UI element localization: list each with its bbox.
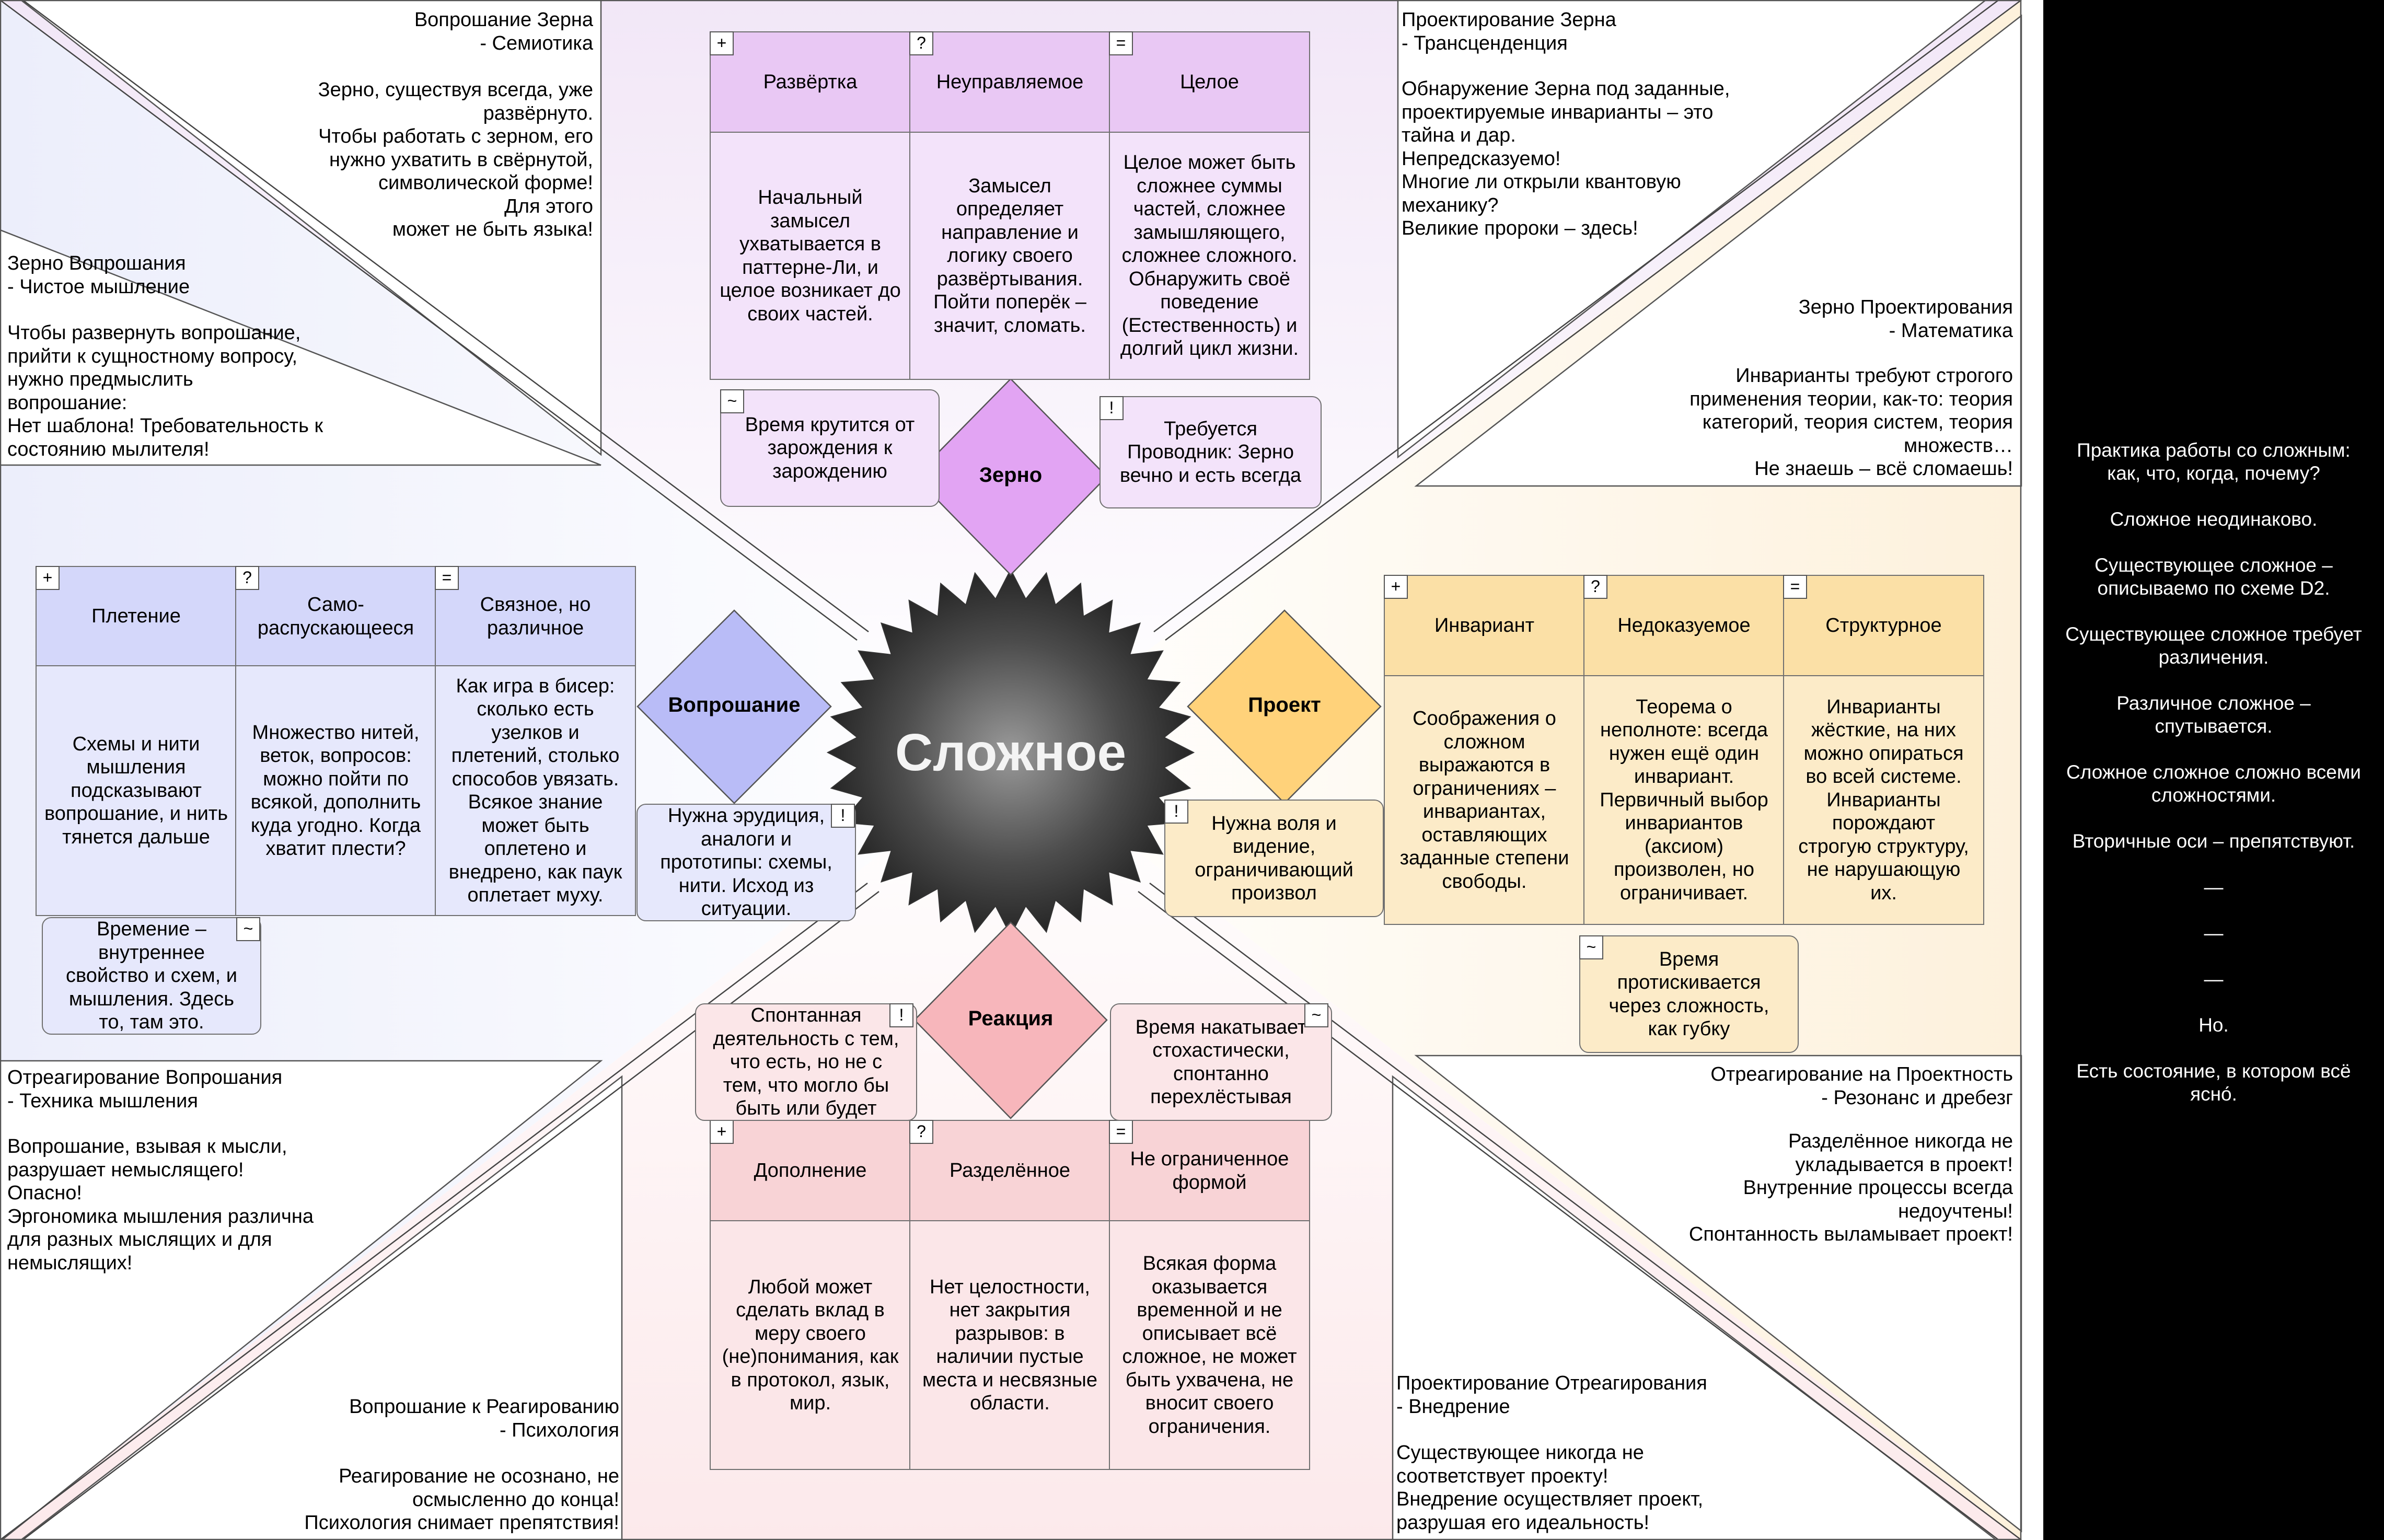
table-bottom-header-2: Разделённое xyxy=(909,1120,1110,1222)
corner-bottom-left-lower-title: Вопрошание к Реагированию - Психология xyxy=(349,1396,619,1441)
note-left-warning: Нужна эрудиция, аналоги и прототипы: схе… xyxy=(636,804,856,921)
note-top-time: Время крутится от зарождения к зарождени… xyxy=(720,389,940,507)
corner-bottom-right-lower-body: Существующее никогда не соответствует пр… xyxy=(1396,1442,1704,1534)
plus-icon: + xyxy=(710,1120,734,1144)
table-top-body-3: Целое может быть сложнее суммы частей, с… xyxy=(1109,132,1310,380)
table-bottom-header-1: Дополнение xyxy=(710,1120,911,1222)
table-right-body-1: Соображения о сложном выражаются в огран… xyxy=(1384,675,1585,925)
table-right-body-3: Инварианты жёсткие, на них можно опирать… xyxy=(1783,675,1984,925)
corner-top-right-lower-title: Зерно Проектирования - Математика xyxy=(1798,296,2013,342)
plus-icon: + xyxy=(36,566,60,590)
diamond-questioning-label: Вопрошание xyxy=(668,693,801,716)
corner-top-left-upper-body: Зерно, существуя всегда, уже развёрнуто.… xyxy=(318,79,593,240)
table-top-body-1: Начальный замысел ухватывается в паттерн… xyxy=(710,132,911,380)
diamond-questioning xyxy=(636,609,832,804)
table-left-header-3: Связное, но различное xyxy=(435,566,636,667)
corner-bottom-left-upper-title: Отреагирование Вопрошания - Техника мышл… xyxy=(7,1067,283,1112)
corner-bottom-left-lower-body: Реагирование не осознано, не осмысленно … xyxy=(304,1465,619,1534)
tilde-icon: ~ xyxy=(720,389,744,413)
table-right-header-2: Недоказуемое xyxy=(1583,575,1785,677)
equals-icon: = xyxy=(1783,575,1807,599)
table-left-body-3: Как игра в бисер: сколько есть узелков и… xyxy=(435,665,636,916)
diamond-reaction xyxy=(913,921,1108,1119)
question-icon: ? xyxy=(1583,575,1607,599)
sidebar xyxy=(2043,0,2384,1540)
corner-bottom-left-upper-body: Вопрошание, взывая к мысли, разрушает не… xyxy=(7,1136,314,1274)
table-bottom-body-1: Любой может сделать вклад в меру своего … xyxy=(710,1220,911,1470)
sidebar-text: Практика работы со сложным: как, что, ко… xyxy=(2065,439,2362,1105)
equals-icon: = xyxy=(435,566,459,590)
panel-top-right-upper xyxy=(1397,0,1987,459)
corner-top-left-upper-title: Вопрошание Зерна - Семиотика xyxy=(414,9,593,54)
note-left-time: Времение – внутреннее свойство и схем, и… xyxy=(42,917,261,1035)
table-right-header-3: Структурное xyxy=(1783,575,1984,677)
table-bottom-body-3: Всякая форма оказывается временной и не … xyxy=(1109,1220,1310,1470)
diamond-grain-label: Зерно xyxy=(979,464,1043,487)
table-left-header-1: Плетение xyxy=(36,566,237,667)
equals-icon: = xyxy=(1109,31,1133,55)
question-icon: ? xyxy=(909,31,933,55)
exclamation-icon: ! xyxy=(831,804,855,828)
corner-top-right-upper-title: Проектирование Зерна - Трансценденция xyxy=(1402,9,1616,54)
panel-bottom-left-upper xyxy=(0,1060,603,1540)
tilde-icon: ~ xyxy=(1304,1003,1328,1027)
table-top-header-1: Развёртка xyxy=(710,31,911,133)
table-bottom-body-2: Нет целостности, нет закрытия разрывов: … xyxy=(909,1220,1110,1470)
corner-top-right-lower-body: Инварианты требуют строгого применения т… xyxy=(1689,365,2013,480)
note-bottom-time: Время накатывает стохастически, спонтанн… xyxy=(1110,1003,1332,1121)
exclamation-icon: ! xyxy=(1100,396,1124,420)
diamond-grain xyxy=(913,378,1108,576)
exclamation-icon: ! xyxy=(1164,800,1188,824)
note-top-warning: Требуется Проводник: Зерно вечно и есть … xyxy=(1100,396,1322,508)
question-icon: ? xyxy=(909,1120,933,1144)
table-top-header-3: Целое xyxy=(1109,31,1310,133)
table-left-body-2: Множество нитей, веток, вопросов: можно … xyxy=(235,665,436,916)
table-top-header-2: Неуправляемое xyxy=(909,31,1110,133)
corner-bottom-right-upper-body: Разделённое никогда не укладывается в пр… xyxy=(1688,1130,2013,1245)
tilde-icon: ~ xyxy=(1579,935,1603,959)
table-left-body-1: Схемы и нити мышления подсказывают вопро… xyxy=(36,665,237,916)
note-right-time: Время протискивается через сложность, ка… xyxy=(1579,935,1799,1053)
corner-top-left-lower-title: Зерно Вопрошания - Чистое мышление xyxy=(7,252,190,298)
corner-top-right-upper-body: Обнаружение Зерна под заданные, проектир… xyxy=(1402,78,1730,239)
diagonal-lines xyxy=(0,0,2022,1540)
diamond-project-label: Проект xyxy=(1248,693,1321,716)
exclamation-icon: ! xyxy=(889,1003,913,1027)
table-bottom-header-3: Не ограниченное формой xyxy=(1109,1120,1310,1222)
diamond-reaction-label: Реакция xyxy=(968,1007,1054,1030)
panel-bottom-left-lower xyxy=(19,1075,623,1540)
table-right-body-2: Теорема о неполноте: всегда нужен ещё од… xyxy=(1583,675,1785,925)
panel-top-left-lower xyxy=(0,229,601,466)
note-bottom-warning: Спонтанная деятельность с тем, что есть,… xyxy=(695,1003,917,1121)
center-title: Сложное xyxy=(895,723,1127,782)
table-right-header-1: Инвариант xyxy=(1384,575,1585,677)
equals-icon: = xyxy=(1109,1120,1133,1144)
corner-top-left-lower-body: Чтобы развернуть вопрошание, прийти к су… xyxy=(7,322,323,460)
table-left-header-2: Само- распускающееся xyxy=(235,566,436,667)
plus-icon: + xyxy=(1384,575,1408,599)
question-icon: ? xyxy=(235,566,259,590)
diagram-frame xyxy=(0,0,2022,1540)
table-top-body-2: Замысел определяет направление и логику … xyxy=(909,132,1110,380)
corner-bottom-right-lower-title: Проектирование Отреагирования - Внедрени… xyxy=(1396,1372,1707,1418)
note-right-warning: Нужна воля и видение, ограничивающий про… xyxy=(1164,800,1384,917)
corner-bottom-right-upper-title: Отреагирование на Проектность - Резонанс… xyxy=(1710,1063,2013,1109)
tilde-icon: ~ xyxy=(236,917,260,941)
plus-icon: + xyxy=(710,31,734,55)
